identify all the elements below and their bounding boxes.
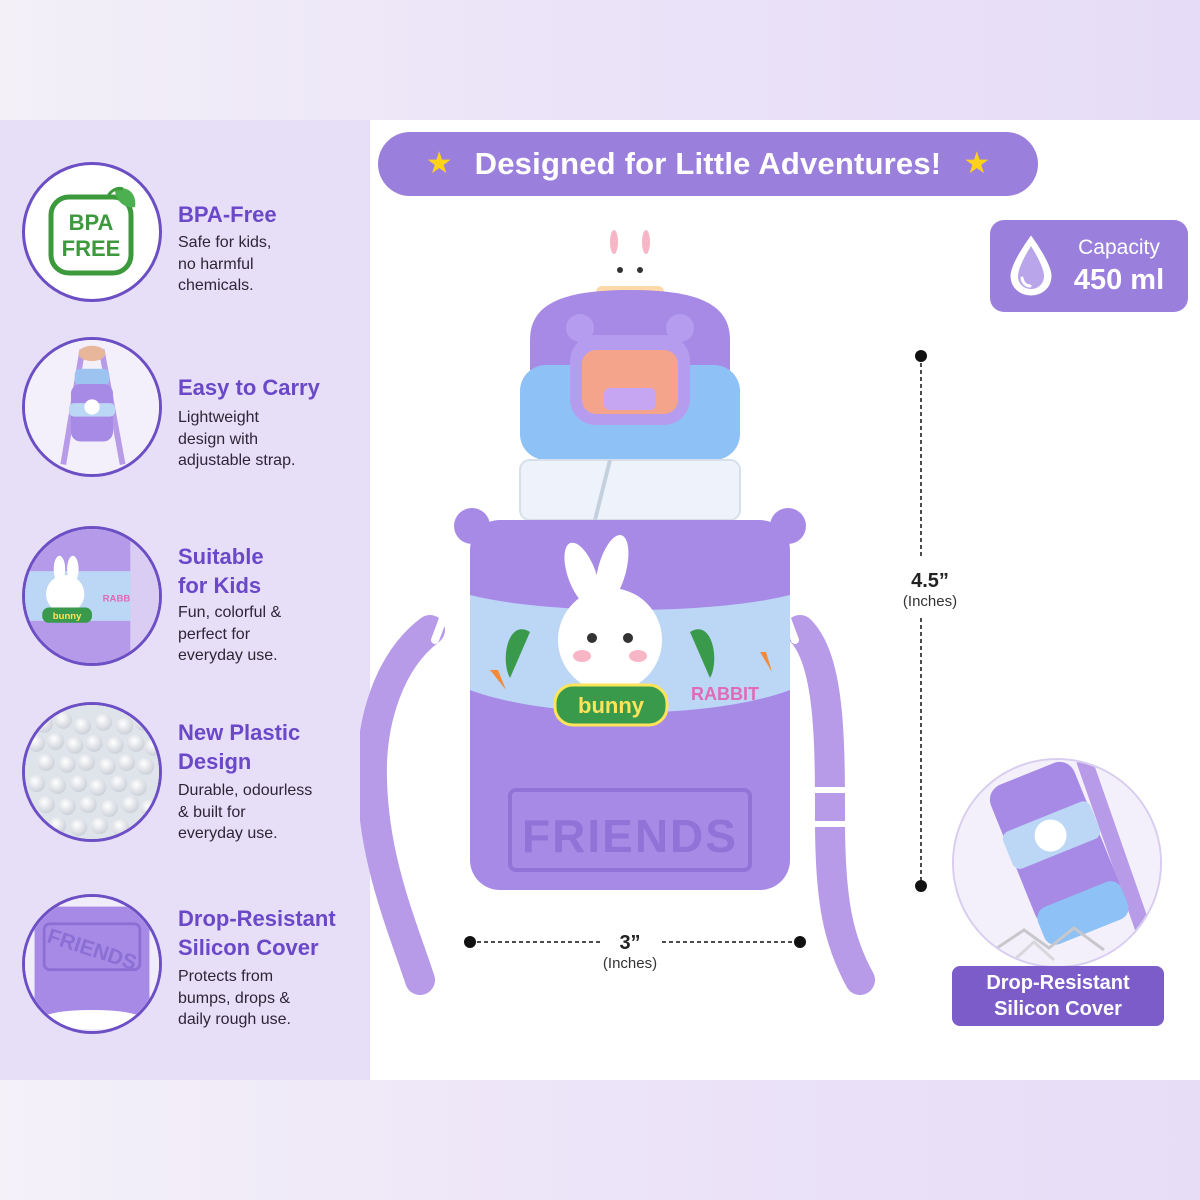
plastic-pellets-photo	[22, 702, 162, 842]
feature-description: Protects from bumps, drops & daily rough…	[178, 966, 353, 1031]
bpa-icon-text-2: FREE	[62, 236, 121, 261]
desc-line: adjustable strap.	[178, 452, 296, 469]
width-dimension-line	[464, 936, 806, 948]
strap-left	[360, 615, 445, 995]
feature-bpa-free: BPA FREE BPA-Free Safe for kids, no harm…	[0, 160, 360, 320]
feature-description: Lightweight design with adjustable strap…	[178, 407, 353, 472]
feature-title-line: Silicon Cover	[178, 935, 319, 960]
star-icon: ★	[963, 146, 991, 181]
capacity-value: 450 ml	[1073, 264, 1165, 296]
top-background-band	[0, 0, 1200, 120]
feature-easy-to-carry: Easy to Carry Lightweight design with ad…	[0, 335, 360, 495]
desc-line: & built for	[178, 803, 246, 821]
bottom-background-band	[0, 1080, 1200, 1200]
feature-title: Drop-Resistant Silicon Cover	[178, 904, 358, 962]
embossed-text: FRIENDS	[522, 810, 738, 862]
height-dimension-line	[915, 350, 927, 892]
desc-line: no harmful	[178, 255, 254, 273]
width-dimension: 3” (Inches)	[580, 932, 680, 972]
desc-line: everyday use.	[178, 825, 278, 842]
desc-line: design with	[178, 430, 259, 448]
bunny-badge-text: bunny	[578, 693, 645, 718]
bottle-neck	[519, 459, 741, 521]
desc-line: Protects from	[178, 968, 274, 985]
rabbit-text: RABBIT	[691, 684, 759, 704]
bottle-illustration: bunny RABBIT FRIENDS	[360, 224, 875, 995]
desc-line: bumps, drops &	[178, 989, 291, 1007]
feature-title-line: for Kids	[178, 573, 262, 598]
feature-title-line: BPA-Free	[178, 202, 277, 227]
drop-test-photo	[952, 758, 1162, 968]
svg-text:bunny: bunny	[53, 611, 82, 622]
inset-label-line: Drop-Resistant	[986, 972, 1130, 994]
feature-title-line: New Plastic	[178, 720, 301, 745]
bpa-icon-text-1: BPA	[69, 210, 114, 235]
desc-line: perfect for	[178, 625, 251, 643]
feature-description: Fun, colorful & perfect for everyday use…	[178, 602, 353, 667]
strap-right	[785, 615, 875, 995]
silicon-cover-photo: FRIENDS	[22, 894, 162, 1034]
feature-drop-resistant: FRIENDS Drop-Resistant Silicon Cover Pro…	[0, 890, 360, 1050]
feature-new-plastic-design: New Plastic Design Durable, odourless & …	[0, 698, 360, 858]
desc-line: Safe for kids,	[178, 234, 272, 251]
feature-title: BPA-Free	[178, 200, 358, 229]
feature-title: Suitable for Kids	[178, 542, 358, 600]
feature-title-line: Easy to Carry	[178, 375, 320, 400]
star-icon: ★	[425, 146, 453, 181]
desc-line: everyday use.	[178, 647, 278, 664]
feature-title-line: Drop-Resistant	[178, 906, 336, 931]
bunny-topper	[596, 248, 664, 296]
headline-banner: ★ Designed for Little Adventures! ★	[378, 132, 1038, 196]
bunny-face	[558, 588, 662, 692]
water-drop-icon	[1010, 235, 1052, 296]
carry-photo	[22, 337, 162, 477]
bunny-badge	[553, 683, 669, 727]
feature-title: Easy to Carry	[178, 373, 358, 402]
height-dimension: 4.5” (Inches)	[880, 570, 980, 610]
headline-text: Designed for Little Adventures!	[474, 146, 942, 181]
kids-photo: bunny RABBIT	[22, 526, 162, 666]
desc-line: Fun, colorful &	[178, 604, 282, 621]
height-unit: (Inches)	[902, 593, 958, 610]
feature-description: Durable, odourless & built for everyday …	[178, 780, 353, 845]
desc-line: daily rough use.	[178, 1011, 291, 1028]
bpa-free-icon: BPA FREE	[22, 162, 162, 302]
desc-line: Durable, odourless	[178, 782, 313, 799]
capacity-badge: Capacity 450 ml	[990, 220, 1188, 312]
inset-label: Drop-Resistant Silicon Cover	[952, 966, 1164, 1026]
desc-line: chemicals.	[178, 277, 254, 294]
height-value: 4.5”	[911, 570, 949, 592]
desc-line: Lightweight	[178, 409, 259, 426]
width-value: 3”	[619, 932, 641, 954]
width-unit: (Inches)	[602, 955, 658, 972]
feature-description: Safe for kids, no harmful chemicals.	[178, 232, 353, 297]
feature-suitable-for-kids: bunny RABBIT Suitable for Kids Fun, colo…	[0, 522, 360, 682]
inset-label-line: Silicon Cover	[994, 998, 1122, 1020]
svg-text:RABBIT: RABBIT	[103, 594, 139, 605]
embossed-frame	[508, 788, 752, 872]
feature-title-line: Design	[178, 749, 252, 774]
feature-title: New Plastic Design	[178, 718, 358, 776]
feature-title-line: Suitable	[178, 544, 264, 569]
panel-wave-edge	[300, 120, 360, 1080]
capacity-label: Capacity	[1078, 236, 1160, 259]
strap-buckle	[807, 787, 859, 827]
